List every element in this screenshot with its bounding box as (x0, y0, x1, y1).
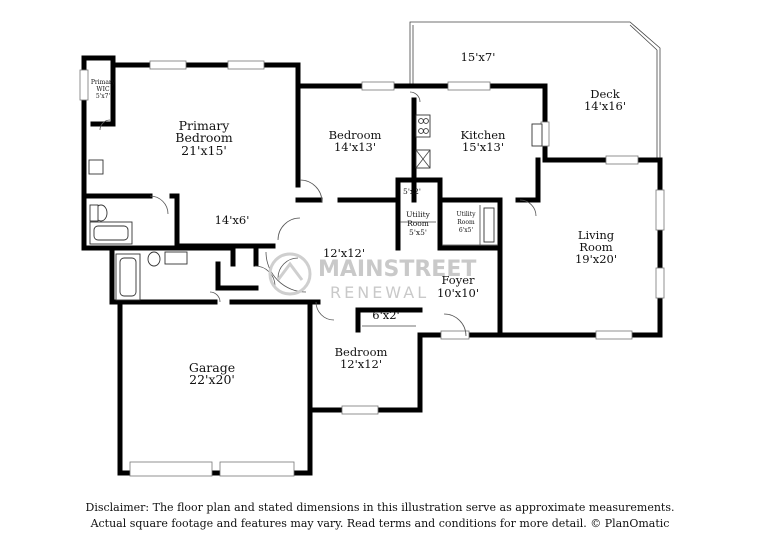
utility-1-name-1: Utility (406, 210, 431, 219)
deck-dim: 14'x16' (584, 99, 626, 113)
garage-name: Garage (189, 360, 235, 375)
bedroom-north-dim: 14'x13' (334, 140, 376, 154)
utility-1-dim: 5'x5' (409, 228, 427, 237)
living-room-name-1: Living (578, 228, 615, 242)
foyer-name: Foyer (441, 273, 475, 287)
disclaimer-line-1: Disclaimer: The floor plan and stated di… (85, 501, 675, 514)
watermark-line1: MAINSTREET (318, 257, 476, 282)
utility-2-name-1: Utility (456, 211, 476, 218)
room-labels: Primary WIC 5'x7' Primary Bedroom 21'x15… (91, 50, 626, 387)
living-room-name-2: Room (579, 240, 613, 254)
garage-dim: 22'x20' (189, 372, 235, 387)
bedroom-south-name: Bedroom (335, 345, 388, 359)
deck-name: Deck (590, 87, 620, 101)
bedroom-south-dim: 12'x12' (340, 357, 382, 371)
deck-outline (409, 21, 661, 160)
primary-bedroom-name-2: Bedroom (175, 130, 233, 145)
watermark: MAINSTREET RENEWAL (268, 252, 476, 302)
utility-2-name-2: Room (457, 219, 475, 226)
pantry-dim: 5'x2' (403, 187, 421, 196)
fixtures (88, 114, 543, 327)
primary-bedroom-dim: 21'x15' (181, 143, 227, 158)
kitchen-dim: 15'x13' (462, 140, 504, 154)
watermark-line2: RENEWAL (330, 283, 429, 302)
foyer-dim: 10'x10' (437, 286, 479, 300)
living-room-dim: 19'x20' (575, 252, 617, 266)
primary-wic-name-2: WIC (96, 86, 110, 93)
bedroom-north-name: Bedroom (329, 128, 382, 142)
disclaimer-line-2: Actual square footage and features may v… (90, 517, 670, 530)
closet-dim: 6'x2' (372, 308, 399, 322)
porch-dim: 15'x7' (461, 50, 496, 64)
primary-wic-dim: 5'x7' (96, 93, 111, 100)
utility-1-name-2: Room (407, 219, 429, 228)
kitchen-name: Kitchen (461, 128, 507, 142)
hall-dim: 12'x12' (323, 246, 365, 260)
utility-2-dim: 6'x5' (459, 227, 474, 234)
primary-wic-name-1: Primary (91, 79, 116, 86)
windows (79, 60, 665, 477)
primary-bedroom-name-1: Primary (179, 118, 231, 133)
bath-area-dim: 14'x6' (215, 213, 250, 227)
